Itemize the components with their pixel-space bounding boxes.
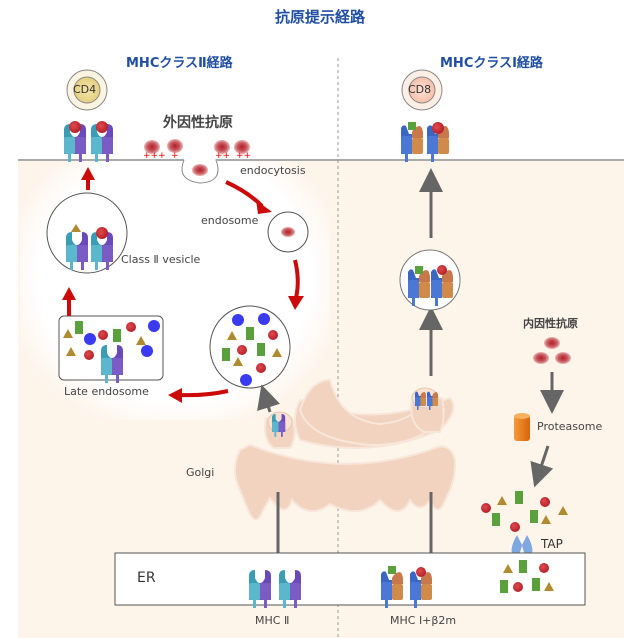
cd8-label: CD8 (408, 83, 432, 96)
antigen-processing-vesicle (209, 305, 291, 389)
surface-mhc2-2 (91, 121, 113, 162)
endocytosis-label: endocytosis (240, 164, 306, 177)
antigen-charge: ++ (236, 151, 252, 161)
cd8-t-cell (401, 69, 443, 111)
mhc2-label: MHC Ⅱ (255, 614, 290, 627)
proteasome-label: Proteasome (537, 420, 603, 433)
surface-mhc2-1 (64, 121, 86, 162)
mhc1-b2m-label: MHC Ⅰ+β2m (390, 614, 457, 627)
mhc1-vesicle (399, 249, 461, 311)
er-mhc1-2 (410, 567, 432, 608)
endocytosis-pit (181, 159, 624, 184)
er-compartment (114, 552, 586, 606)
cd4-label: CD4 (73, 83, 97, 96)
late-endosome-label: Late endosome (64, 385, 149, 398)
tap-transporter (511, 535, 533, 558)
endogenous-antigen-label: 内因性抗原 (523, 317, 578, 330)
endogenous-antigen (544, 337, 560, 349)
class2-pathway-title: MHCクラスⅡ経路 (126, 56, 233, 71)
late-endosome (58, 315, 164, 383)
er-label: ER (137, 570, 156, 586)
antigen-charge: +++ (143, 151, 166, 161)
surface-mhc1-1 (401, 122, 423, 162)
exogenous-antigen-label: 外因性抗原 (163, 115, 233, 131)
er-mhc1-1 (381, 566, 403, 608)
golgi-apparatus (234, 378, 457, 521)
cytosol-peptides (481, 491, 568, 532)
cd4-t-cell (66, 69, 108, 111)
surface-mhc1-2 (427, 122, 449, 162)
class2-vesicle-label: Class Ⅱ vesicle (121, 253, 201, 266)
gray-arrows (257, 168, 564, 595)
endogenous-antigen (555, 352, 571, 364)
tap-label: TAP (541, 537, 563, 551)
antigen-charge: + (171, 151, 179, 161)
red-arrowheads (62, 167, 304, 403)
class1-pathway-title: MHCクラスⅠ経路 (440, 56, 543, 71)
endosome-label: endosome (201, 214, 259, 227)
proteasome (514, 413, 530, 441)
endogenous-antigen (533, 352, 549, 364)
page-title: 抗原提示経路 (274, 8, 365, 26)
antigen-charge: ++ (215, 151, 231, 161)
endosome-antigen (281, 227, 295, 237)
exogenous-antigen (234, 140, 250, 154)
golgi-label: Golgi (186, 466, 215, 479)
exogenous-antigen (144, 140, 160, 154)
exogenous-antigen (167, 139, 183, 153)
endocytosed-antigen (192, 164, 208, 176)
class2-vesicle (46, 192, 128, 274)
exogenous-antigen (214, 140, 230, 154)
